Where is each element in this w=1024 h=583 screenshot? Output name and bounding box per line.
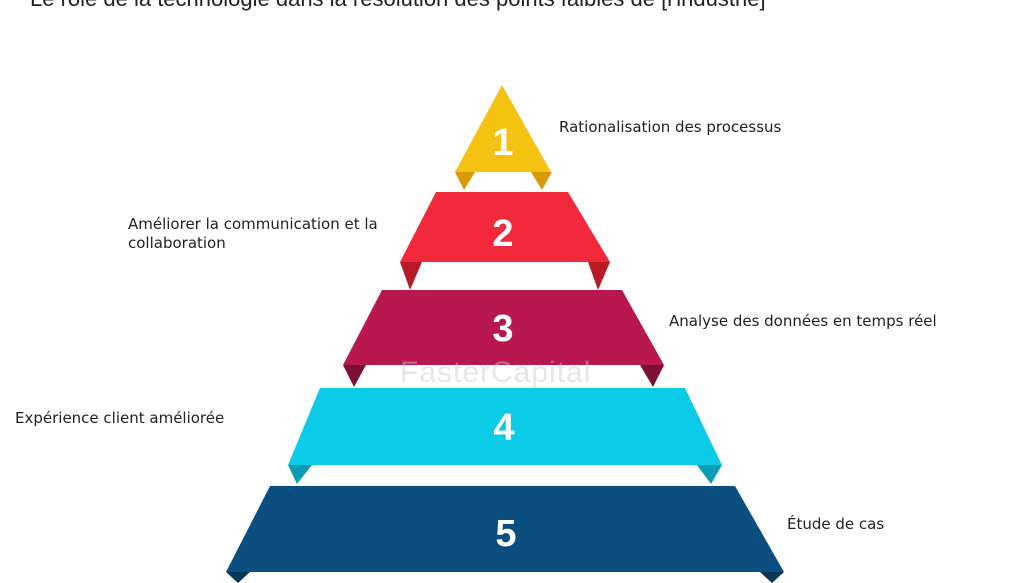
tier-1-label: Rationalisation des processus	[559, 118, 782, 136]
tier-2-flap-left	[400, 262, 422, 290]
tier-3-number: 3	[492, 308, 513, 350]
tier-2-shape	[400, 192, 610, 262]
tier-4-number: 4	[493, 407, 514, 449]
tier-3-shape	[343, 290, 664, 365]
tier-4-label: Expérience client améliorée	[15, 409, 225, 427]
tier-5-shape	[226, 486, 784, 572]
tier-1-number: 1	[492, 122, 513, 164]
page-title: Le rôle de la technologie dans la résolu…	[30, 0, 766, 12]
tier-5-flap-left	[226, 572, 250, 583]
tier-4-shape	[288, 388, 722, 465]
tier-3-label: Analyse des données en temps réel	[669, 312, 937, 330]
tier-4-flap-left	[288, 465, 312, 484]
tier-1-flap-right	[531, 172, 552, 190]
tier-5-label: Étude de cas	[787, 515, 885, 533]
tier-2-number: 2	[492, 213, 513, 255]
tier-4-flap-right	[697, 465, 722, 484]
tier-2-label: Améliorer la communication et la collabo…	[128, 215, 378, 252]
tier-5-flap-right	[760, 572, 784, 583]
tier-5-number: 5	[495, 513, 516, 555]
tier-3-flap-left	[343, 365, 366, 387]
tier-3-flap-right	[640, 365, 664, 387]
watermark: FasterCapital	[400, 356, 592, 389]
tier-1-shape	[455, 85, 551, 172]
tier-2-flap-right	[588, 262, 610, 290]
tier-1-flap-left	[455, 172, 475, 190]
